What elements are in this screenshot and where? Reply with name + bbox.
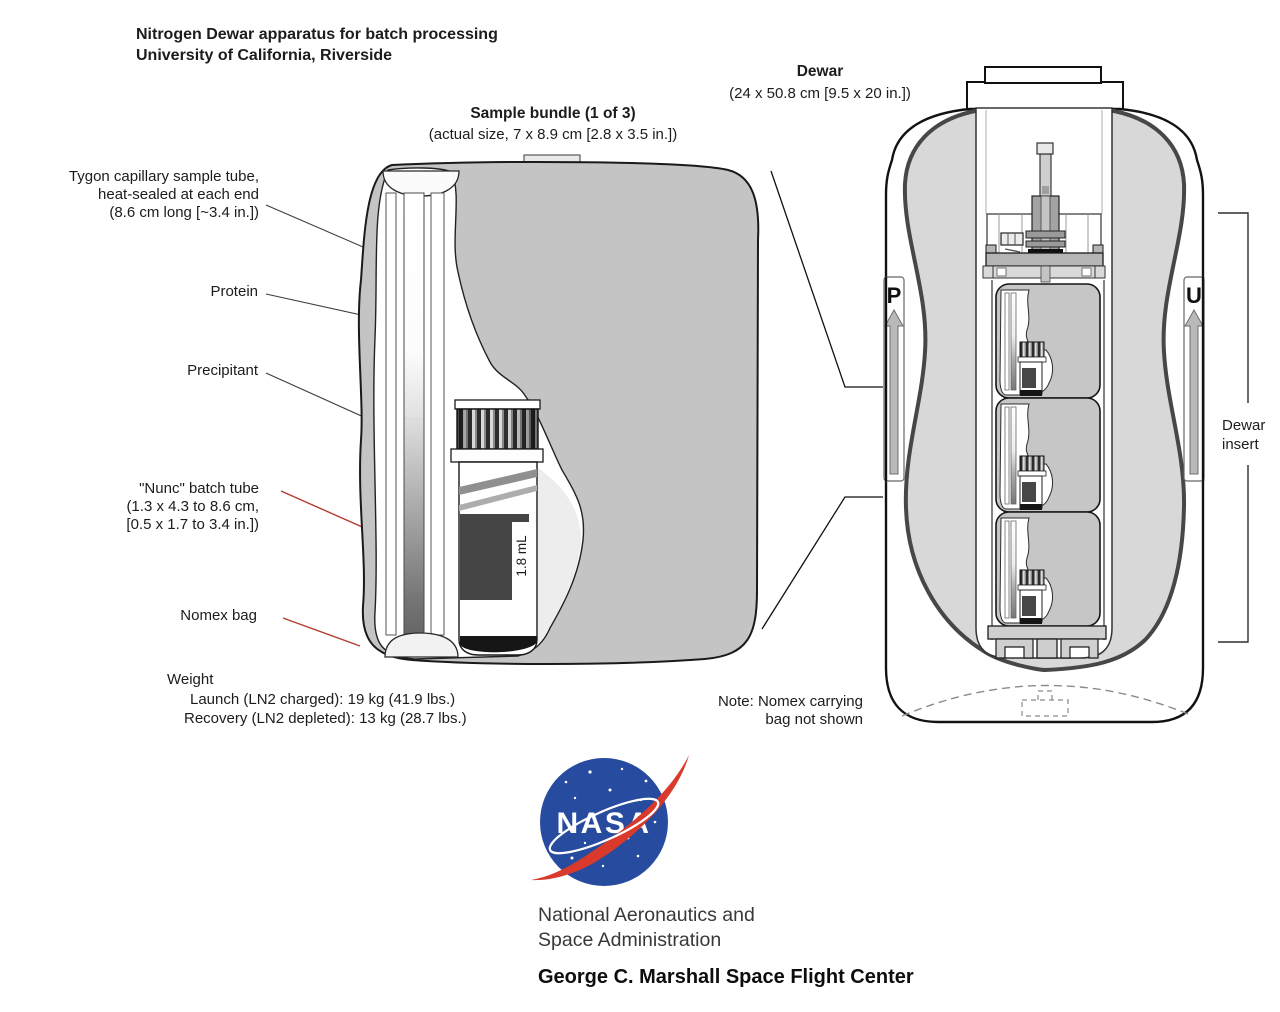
nunc-stripe-light [459,485,537,511]
note-line1: Note: Nomex carrying [718,693,863,710]
support-foot-right [1060,638,1099,659]
bottom-dome-dashed [901,684,1189,717]
collar-plate-1 [1025,230,1066,239]
dome-arc [901,684,1189,717]
insert-bottom-support [987,625,1107,659]
bracket-bottom [1218,465,1249,643]
strip-right-letter: U [1186,283,1202,308]
tygon-label-line1: Tygon capillary sample tube, [69,168,259,185]
nomex-label: Nomex bag [180,607,257,624]
tygon-label-line3: (8.6 cm long [~3.4 in.]) [109,204,259,221]
dome-center-notch [1037,690,1053,700]
weight-heading: Weight [167,671,214,688]
nunc-batch-tube: 1.8 mL [450,399,544,656]
capillary-tube [403,192,425,636]
orientation-strip-right: U [1183,276,1205,482]
nunc-stripe-dark [459,469,537,495]
seal-band [1028,249,1063,255]
dewar-insert-bracket [1218,212,1249,643]
support-bar [987,625,1107,640]
nunc-volume-text: 1.8 mL [514,535,529,577]
collar-plate-2 [1025,240,1066,248]
orientation-strip-left: P [883,276,905,482]
cutaway-shading [538,468,581,645]
page-title-line2: University of California, Riverside [136,47,392,64]
bracket-top [1218,212,1249,403]
insert-top-mechanism [982,142,1106,283]
tygon-label-line2: heat-sealed at each end [98,186,259,203]
dewar-illustration: P U [883,66,1205,724]
nunc-label-area [460,514,529,600]
nunc-bottom [460,636,537,653]
nasa-orbit-icon [548,797,660,855]
deck-plate [985,252,1104,267]
protein-label: Protein [210,283,258,300]
nomex-leader-line [282,617,361,647]
mini-sample-bundle-1 [995,283,1101,399]
rim-notch-right [1081,267,1092,277]
callout-labels: Tygon capillary sample tube, heat-sealed… [69,168,259,624]
projection-lines [761,170,883,630]
rim-flange-left [982,265,994,279]
capillary-assembly [382,170,460,658]
center-name: George C. Marshall Space Flight Center [538,966,914,988]
mini-sample-bundle-2 [995,397,1101,513]
projection-line-top [770,170,883,388]
strip-left-letter: P [887,283,902,308]
dewar-cap-lower [966,81,1124,111]
nunc-cap-collar [450,448,544,463]
support-foot-left [995,638,1034,659]
rod-foot [1040,265,1051,283]
projection-line-bottom [761,496,883,630]
mini-sample-bundle-3 [995,511,1101,627]
dewar-cap-upper [984,66,1102,84]
capillary-right-rail [430,192,445,636]
nunc-label-line1: "Nunc" batch tube [139,480,259,497]
deck-tab-left [985,244,997,254]
note-line2: bag not shown [765,711,863,728]
agency-name-line1: National Aeronautics and [538,904,755,926]
deck-tab-right [1092,244,1104,254]
dewar-insert-label-line1: Dewar [1222,417,1265,434]
nasa-insignia-circle [540,758,668,886]
page-title-line1: Nitrogen Dewar apparatus for batch proce… [136,26,498,43]
nasa-logo: NASA [531,755,689,886]
dewar-heading: Dewar [797,63,844,80]
rim-flange-right [1094,265,1106,279]
rim-notch-left [996,267,1007,277]
bolt-head [1000,232,1024,246]
capillary-left-rail [385,192,397,636]
support-center-block [1036,638,1058,659]
note-block: Note: Nomex carrying bag not shown [718,693,863,728]
weight-block: Weight Launch (LN2 charged): 19 kg (41.9… [167,671,467,727]
nunc-label-line2: (1.3 x 4.3 to 8.6 cm, [126,498,259,515]
sample-bundle-illustration: 1.8 mL [357,154,760,665]
weight-launch: Launch (LN2 charged): 19 kg (41.9 lbs.) [190,691,455,708]
rod-tip [1036,142,1054,155]
footer-text: National Aeronautics and Space Administr… [538,904,914,988]
dewar-insert-label-line2: insert [1222,436,1260,453]
sample-bundle-heading: Sample bundle (1 of 3) [470,105,635,122]
precipitant-label: Precipitant [187,362,259,379]
capillary-bottom-seal [384,632,459,658]
sample-bundle-dimensions: (actual size, 7 x 8.9 cm [2.8 x 3.5 in.]… [429,126,677,143]
dome-center-rect [1021,699,1069,717]
weight-recovery: Recovery (LN2 depleted): 13 kg (28.7 lbs… [184,710,467,727]
nunc-cap-top [454,399,541,410]
dewar-dimensions: (24 x 50.8 cm [9.5 x 20 in.]) [729,85,911,102]
agency-name-line2: Space Administration [538,929,721,951]
nunc-cap-shading [457,409,538,449]
rod-notch [1042,186,1049,194]
nunc-label-line3: [0.5 x 1.7 to 3.4 in.]) [126,516,259,533]
